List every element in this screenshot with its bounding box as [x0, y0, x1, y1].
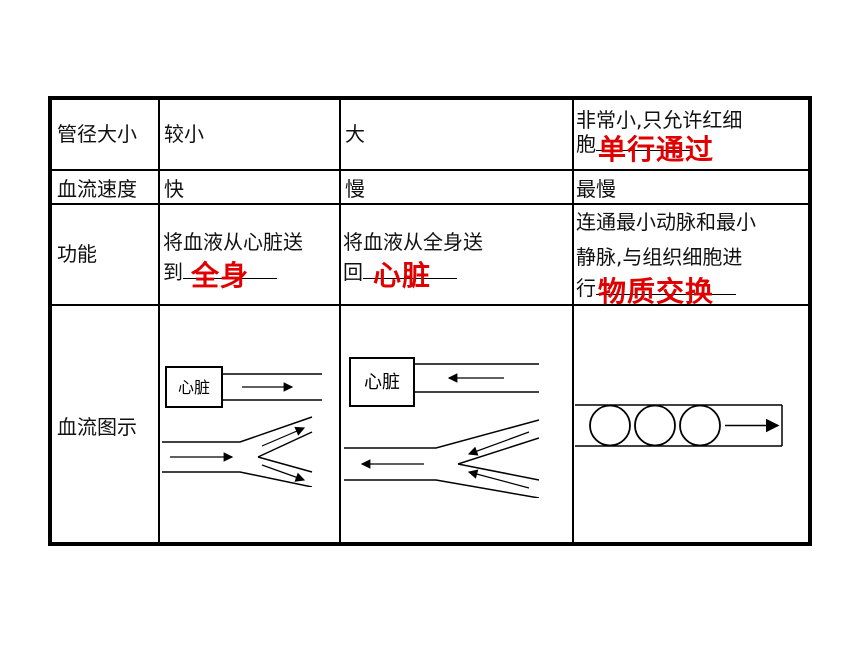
capillary-diameter-line1: 非常小,只允许红细: [576, 108, 743, 132]
capillary-function-line2: 静脉,与组织细胞进: [576, 245, 743, 269]
vein-function-line1: 将血液从全身送: [343, 230, 483, 254]
column-divider: [572, 100, 574, 542]
capillary-function-prefix: 行: [576, 276, 596, 300]
vein-function-answer: 心脏: [373, 259, 432, 292]
artery-flow-diagram: 心脏: [162, 362, 322, 487]
vein-heart-box: [349, 357, 415, 407]
artery-speed: 快: [164, 177, 184, 201]
red-blood-cell: [589, 404, 631, 447]
capillary-function-blank: 物质交换: [596, 278, 736, 306]
red-blood-cell: [679, 404, 721, 447]
artery-function-prefix: 到: [163, 260, 183, 284]
capillary-function-answer: 物质交换: [598, 275, 715, 308]
capillary-diameter-blank: 单行通过: [596, 136, 713, 164]
capillary-diameter-answer: 单行通过: [598, 133, 715, 166]
row-divider: [52, 203, 808, 205]
red-blood-cell: [634, 404, 676, 447]
flow-arrow: [467, 469, 530, 489]
capillary-function-line3: 行物质交换: [576, 276, 736, 306]
artery-function-line2: 到全身: [163, 260, 277, 290]
column-divider: [339, 100, 341, 542]
row-header-diagram: 血流图示: [57, 415, 137, 439]
vein-speed: 慢: [345, 177, 365, 201]
row-divider: [52, 304, 808, 306]
vein-heart-label: 心脏: [364, 372, 400, 393]
capillary-diameter-prefix: 胞: [576, 132, 596, 156]
artery-function-line1: 将血液从心脏送: [163, 230, 303, 254]
capillary-flow-diagram: [575, 404, 783, 447]
vein-function-line2: 回心脏: [343, 260, 457, 290]
row-divider: [52, 169, 808, 171]
flow-arrow: [467, 431, 530, 456]
column-divider: [158, 100, 160, 542]
artery-heart-label: 心脏: [178, 378, 210, 397]
vein-function-blank: 心脏: [363, 262, 457, 290]
vein-flow-diagram: 心脏: [344, 348, 539, 498]
vein-function-prefix: 回: [343, 260, 363, 284]
flow-arrow: [261, 426, 306, 447]
artery-diameter: 较小: [164, 122, 204, 146]
row-header-speed: 血流速度: [57, 177, 137, 201]
artery-heart-box: [165, 366, 223, 408]
vessel-comparison-table: 管径大小 较小 大 非常小,只允许红细 胞单行通过 血流速度 快 慢 最慢 功能…: [48, 96, 812, 546]
artery-function-blank: 全身: [183, 262, 277, 290]
row-header-function: 功能: [57, 242, 97, 266]
row-header-diameter: 管径大小: [57, 122, 137, 146]
capillary-diameter-line2: 胞单行通过: [576, 132, 713, 164]
artery-function-answer: 全身: [191, 259, 250, 292]
vein-diameter: 大: [345, 122, 365, 146]
capillary-function-line1: 连通最小动脉和最小: [576, 210, 756, 234]
flow-arrow: [261, 464, 306, 482]
capillary-speed: 最慢: [576, 177, 616, 201]
